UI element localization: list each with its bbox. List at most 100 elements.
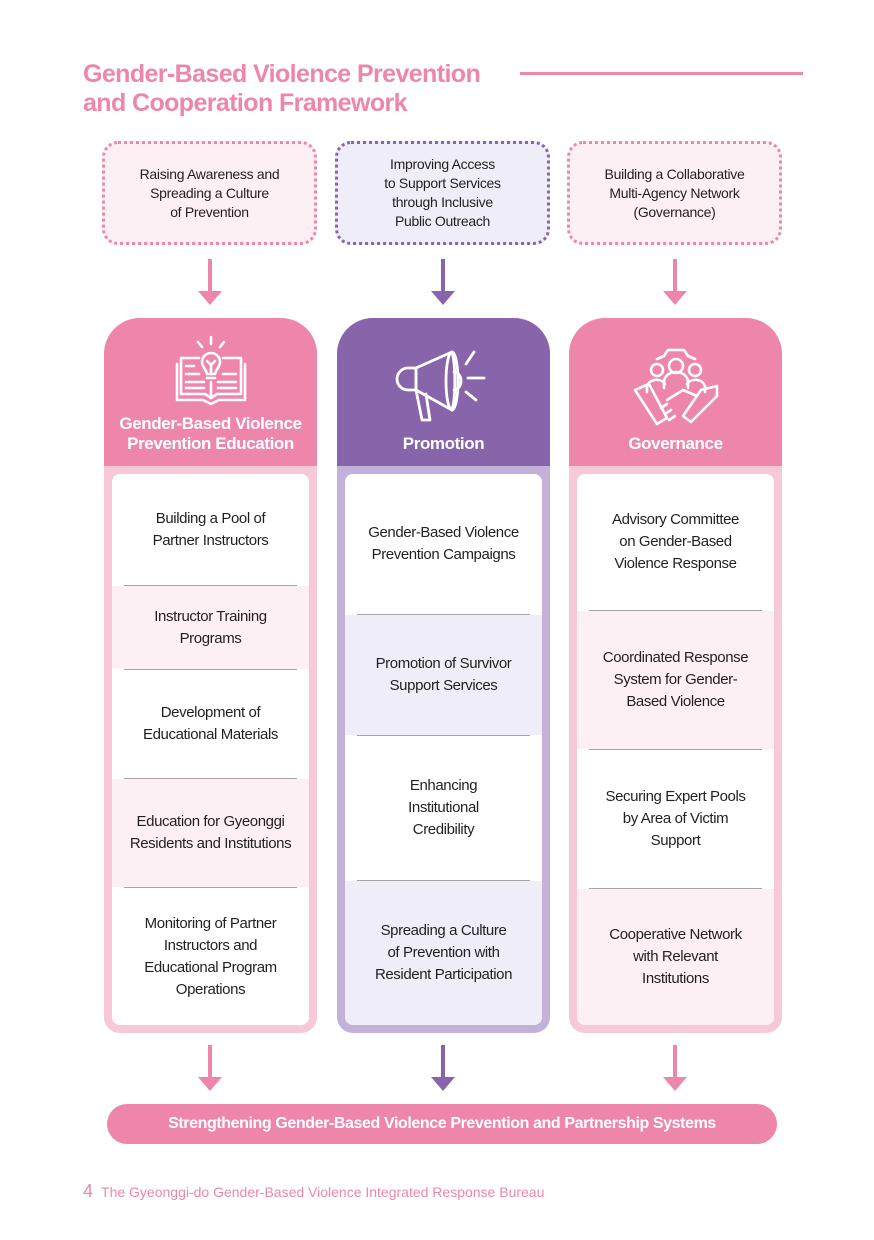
handshake-people-gear-icon: [633, 348, 718, 426]
goal-text-line: of Prevention: [170, 203, 249, 220]
page-number: 4: [83, 1181, 94, 1201]
divider: [357, 880, 530, 881]
divider: [357, 614, 530, 615]
title-line-1: Gender-Based Violence Prevention: [83, 60, 481, 88]
list-item-text-line: Building a Pool of: [155, 509, 266, 527]
column-body: Building a Pool of Partner Instructors In…: [112, 474, 309, 1025]
list-item-text-line: Cooperative Network: [609, 926, 742, 943]
list-item-text-line: Spreading a Culture: [380, 922, 507, 939]
goal-text-line: Multi-Agency Network: [609, 184, 740, 201]
column-governance: Governance Advisory Committee on Gender-B…: [569, 318, 782, 1033]
goal-text-line: through Inclusive: [392, 194, 493, 210]
page-footer: 4 The Gyeonggi-do Gender-Based Violence …: [83, 1181, 544, 1202]
divider: [124, 585, 297, 586]
list-item-text-line: Resident Participation: [374, 966, 513, 983]
list-item-text-line: of Prevention with: [387, 944, 500, 961]
goal-text-line: Spreading a Culture: [150, 184, 269, 201]
list-item-text-line: Instructor Training: [154, 607, 267, 625]
title-line-2: and Cooperation Framework: [83, 89, 408, 117]
arrow-down-icon: [431, 259, 455, 305]
list-item-text-line: Instructors and: [163, 936, 258, 954]
divider: [124, 669, 297, 670]
megaphone-icon: [395, 350, 485, 422]
column-title-line: Promotion: [402, 434, 485, 453]
list-item-text-line: Development of: [160, 704, 261, 721]
goal-text-line: Public Outreach: [394, 213, 491, 229]
list-item-text-line: Institutions: [642, 970, 709, 987]
list-item-text-line: Monitoring of Partner: [144, 914, 277, 932]
goal-text-line: to Support Services: [384, 175, 501, 191]
divider: [357, 735, 530, 736]
divider: [589, 749, 762, 750]
arrow-down-icon: [663, 1045, 687, 1091]
goal-text-line: Raising Awareness and: [139, 165, 280, 182]
list-item-text-line: Credibility: [412, 821, 475, 838]
outcome-banner: Strengthening Gender-Based Violence Prev…: [107, 1104, 777, 1144]
list-item-text-line: Institutional: [408, 799, 479, 816]
arrow-down-icon: [663, 259, 687, 305]
list-item-text-line: Programs: [179, 629, 242, 647]
column-header: Gender-Based Violence Prevention Educati…: [104, 318, 317, 466]
arrow-down-icon: [198, 1045, 222, 1091]
divider: [589, 610, 762, 611]
column-education: Gender-Based Violence Prevention Educati…: [104, 318, 317, 1033]
goal-box-access: Improving Access to Support Services thr…: [335, 141, 550, 245]
list-item-text-line: Operations: [175, 980, 246, 998]
list-item-text-line: Promotion of Survivor: [375, 655, 512, 672]
arrow-down-icon: [431, 1045, 455, 1091]
goal-box-network: Building a Collaborative Multi-Agency Ne…: [567, 141, 782, 245]
list-item-text-line: Securing Expert Pools: [605, 788, 746, 805]
list-item-text-line: Support Services: [389, 677, 498, 694]
list-item-text-line: Enhancing: [409, 777, 478, 794]
list-item: Building a Pool of Partner Instructors: [112, 474, 309, 585]
divider: [124, 778, 297, 779]
list-item-text-line: on Gender-Based: [619, 533, 732, 550]
outcome-text: Strengthening Gender-Based Violence Prev…: [168, 1115, 716, 1132]
list-item-text-line: Based Violence: [626, 693, 725, 710]
column-title-line: Governance: [628, 434, 723, 453]
column-title-line: Prevention Education: [127, 434, 294, 453]
list-item-text-line: by Area of Victim: [622, 810, 729, 827]
goal-text-line: (Governance): [633, 203, 716, 220]
list-item-text-line: Partner Instructors: [152, 531, 269, 549]
page-title: Gender-Based Violence Prevention and Coo…: [83, 60, 481, 118]
list-item-text-line: Residents and Institutions: [129, 835, 292, 852]
column-header: Promotion: [337, 318, 550, 466]
list-item-text-line: Violence Response: [614, 555, 737, 572]
list-item-text-line: Advisory Committee: [611, 511, 739, 528]
column-title-line: Gender-Based Violence: [119, 414, 302, 433]
book-lightbulb-icon: [175, 335, 246, 406]
goal-text-line: Improving Access: [390, 156, 495, 172]
list-item-text-line: Educational Program: [144, 958, 277, 976]
list-item-text-line: Gender-Based Violence: [368, 524, 519, 541]
arrow-down-icon: [198, 259, 222, 305]
list-item: Development of Educational Materials: [112, 670, 309, 778]
list-item-text-line: System for Gender-: [613, 671, 738, 688]
footer-text: The Gyeonggi-do Gender-Based Violence In…: [101, 1184, 545, 1200]
list-item-text-line: Coordinated Response: [602, 649, 749, 666]
goal-box-awareness: Raising Awareness and Spreading a Cultur…: [102, 141, 317, 245]
goal-text-line: Building a Collaborative: [604, 165, 745, 182]
column-header: Governance: [569, 318, 782, 466]
divider: [124, 887, 297, 888]
divider: [589, 888, 762, 889]
title-rule: [520, 72, 803, 75]
list-item-text-line: Education for Gyeonggi: [136, 813, 285, 830]
list-item-text-line: Support: [650, 832, 701, 849]
list-item-text-line: Educational Materials: [142, 726, 278, 743]
list-item-text-line: with Relevant: [633, 948, 718, 965]
